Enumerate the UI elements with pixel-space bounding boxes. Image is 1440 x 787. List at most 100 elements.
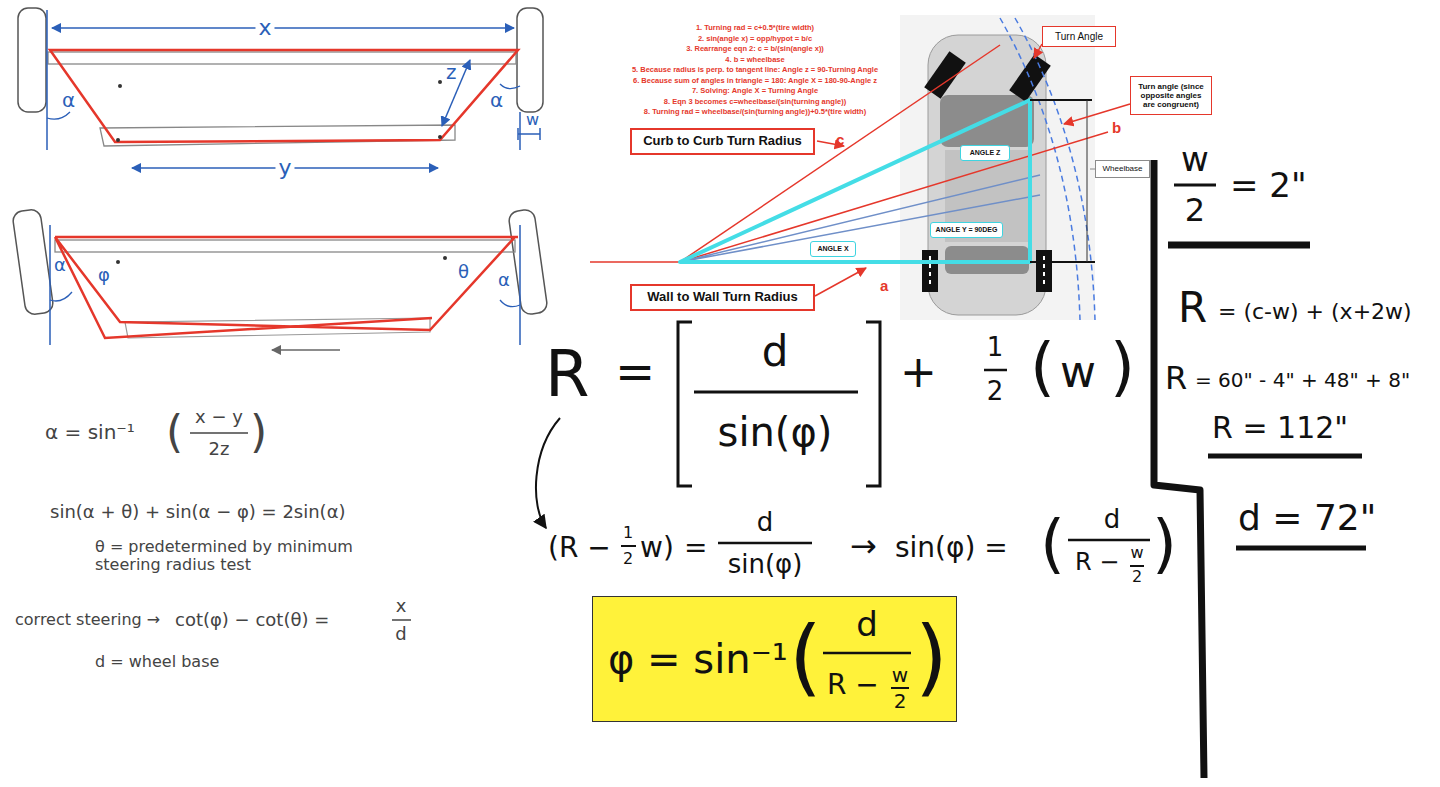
equation-text: R = 112"	[1212, 411, 1348, 446]
curved-arrow	[536, 418, 560, 528]
formula-text: R −	[827, 669, 879, 701]
underline	[1168, 242, 1310, 249]
fraction-bar	[694, 391, 858, 394]
equation-text: (	[1040, 508, 1065, 582]
box-label: Wheelbase	[1102, 164, 1142, 173]
callout-box: Wheelbase	[1095, 160, 1150, 178]
tire-outline	[508, 209, 548, 316]
equation-text: =	[615, 344, 655, 399]
axle-beam	[55, 240, 515, 252]
equation-text: w)	[640, 532, 674, 564]
radius-line	[680, 175, 1040, 262]
sketch-label: α	[54, 255, 66, 276]
equation-text: x	[396, 596, 407, 617]
formula-text: )	[915, 609, 948, 706]
fraction-bar	[190, 432, 248, 434]
angle-tag: ANGLE Y = 90DEG	[930, 222, 1003, 238]
box-label: Turn Angle	[1055, 31, 1103, 43]
note-line: 8. Turning rad = wheelbase/(sin(turning …	[644, 108, 866, 117]
turn-path	[1000, 18, 1095, 320]
sketch-label: θ	[458, 262, 469, 283]
dimension-arrow	[442, 60, 470, 126]
photo-ground	[900, 15, 1095, 320]
equation-text: d	[762, 328, 789, 376]
equation-text: = (c-w) + (x+2w)	[1218, 299, 1412, 324]
box-label: ANGLE Z	[970, 149, 1001, 157]
result-box: φ = sin⁻¹( d R − w 2)	[592, 596, 957, 722]
note-line: 6. Because sum of angles in triangle = 1…	[633, 76, 877, 85]
tire-outline	[517, 8, 543, 112]
sketch-label: α	[62, 89, 75, 112]
trapezoid-line	[55, 237, 518, 338]
equation-text: →	[850, 528, 877, 565]
leader-arrow	[815, 268, 866, 296]
callout-box: Wall to Wall Turn Radius	[630, 284, 815, 311]
equation-text: x − y	[195, 407, 243, 428]
equation-text: correct steering →	[15, 611, 160, 629]
angle-arc	[47, 84, 520, 119]
note-line: 8. Eqn 3 becomes c=wheelbase/(sin(turnin…	[664, 97, 846, 106]
equation-text: (R −	[548, 532, 611, 564]
equation-text: 2	[1185, 192, 1205, 229]
equation-text: +	[900, 347, 937, 398]
equation-text: = 2"	[1230, 166, 1307, 205]
tire-outline	[18, 8, 46, 112]
linkage-sketch-steered	[12, 209, 548, 350]
axle-beam	[48, 52, 516, 64]
radius-geometry	[590, 44, 1130, 296]
pivot-dot	[438, 80, 442, 84]
equation-text: 2	[987, 377, 1004, 407]
bracket	[866, 322, 880, 486]
equation-text: w	[1060, 347, 1096, 398]
dimension-arrow	[52, 27, 514, 29]
underline	[1208, 454, 1362, 459]
box-label: Turn angle (since opposite angles are co…	[1136, 82, 1207, 110]
equation-text: α = sin⁻¹	[45, 421, 135, 444]
linkage-sketch	[18, 8, 543, 168]
fraction-bar	[1068, 539, 1150, 542]
formula-text: (	[789, 609, 822, 706]
sketch-label: w	[526, 111, 539, 129]
callout-box: Curb to Curb Turn Radius	[630, 128, 815, 155]
note-line: 2. sin(angle x) = opp/hypot = b/c	[698, 34, 812, 43]
pivot-dot	[116, 138, 120, 142]
formula-text: 2	[894, 690, 907, 713]
equation-text: w	[1130, 544, 1143, 562]
equation-text: 2	[1132, 568, 1142, 586]
sketch-label: φ	[98, 265, 110, 286]
equation-text: d = 72"	[1238, 497, 1376, 538]
equation-text: R	[1165, 360, 1187, 397]
formula-text: φ = sin⁻¹	[608, 636, 788, 682]
pivot-dot	[438, 135, 442, 139]
tire-outline	[12, 209, 54, 316]
formula-text: w	[892, 664, 908, 687]
divider-line	[1154, 160, 1204, 778]
equation-text: sin(φ) =	[895, 532, 1008, 564]
fraction-bar	[1130, 565, 1144, 567]
equation-text: cot(φ) − cot(θ) =	[175, 610, 329, 631]
equation-text: d	[1104, 505, 1121, 535]
equation-text: sin(α + θ) + sin(α − φ) = 2sin(α)	[50, 502, 346, 523]
leader-arrow	[1034, 44, 1042, 58]
wheelbase-line	[1087, 100, 1088, 262]
fraction-bar	[823, 652, 911, 655]
box-label: Curb to Curb Turn Radius	[643, 134, 802, 149]
wheelbase-mark	[1030, 100, 1095, 262]
box-label: ANGLE Y = 90DEG	[936, 226, 998, 234]
sketch-label: z	[446, 61, 457, 84]
formula-text: d	[856, 605, 878, 644]
equation-text: sin(φ)	[718, 409, 833, 455]
fraction-bar	[718, 542, 812, 545]
sketch-label: α	[498, 270, 510, 291]
equation-text: d = wheel base	[95, 653, 219, 671]
note-line: 4. b = wheelbase	[725, 55, 784, 64]
note-line: 7. Solving: Angle X = Turning Angle	[692, 87, 818, 96]
fraction-bar	[984, 369, 1007, 372]
equation-text: )	[1110, 331, 1135, 405]
equation-text: R	[1178, 284, 1207, 332]
equation-text: 2z	[209, 439, 230, 460]
sketch-label: x	[255, 15, 274, 40]
equation-text: 1	[987, 333, 1004, 363]
angle-tag: ANGLE X	[810, 241, 856, 257]
